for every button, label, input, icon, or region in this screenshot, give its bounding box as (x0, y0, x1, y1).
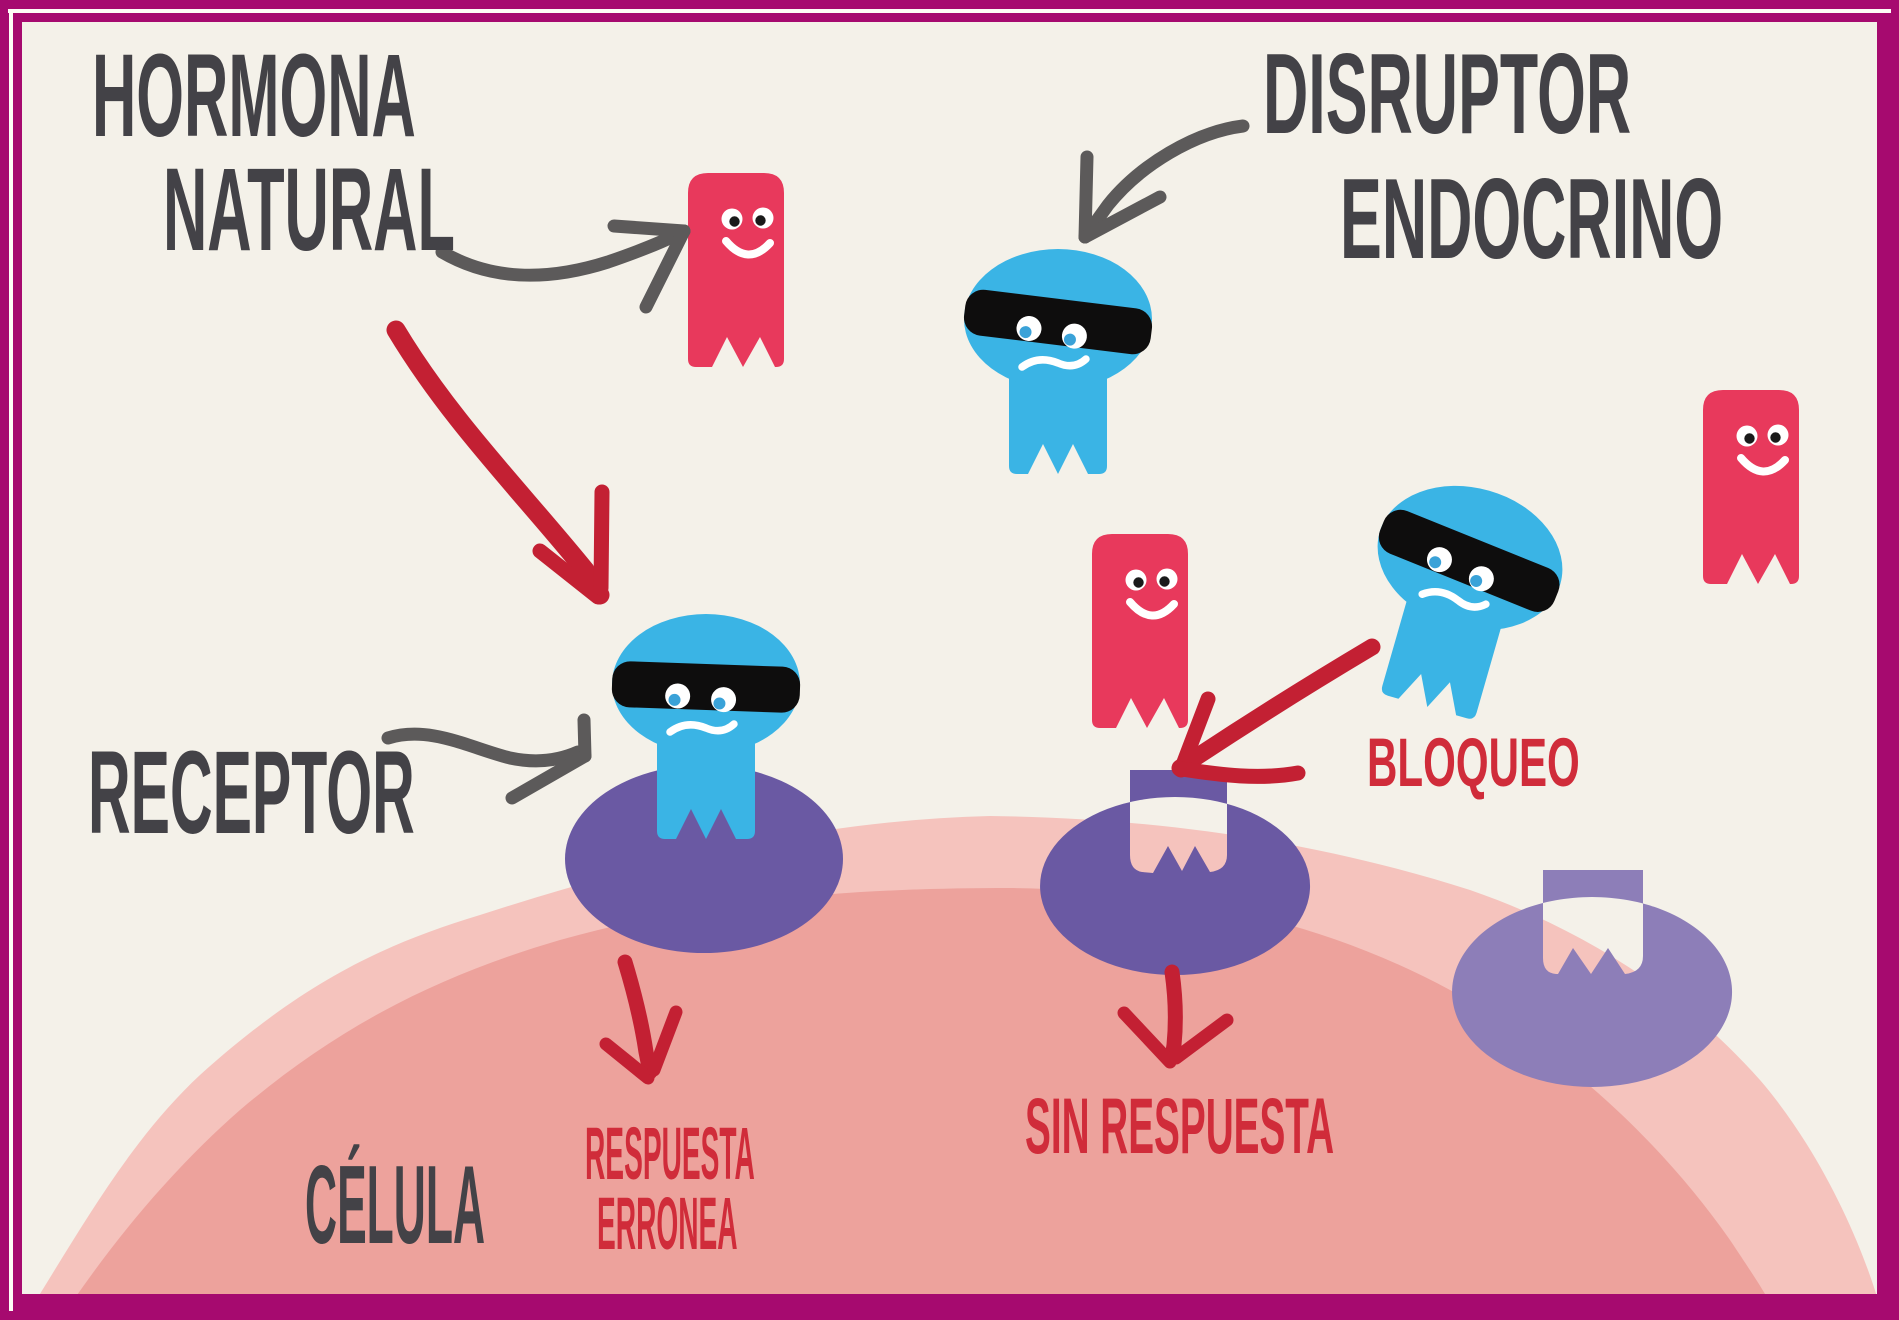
hand-drawn-arrow-icon (381, 119, 1250, 805)
red-arrow-icon (386, 320, 1381, 1085)
label-celula: CÉLULA (305, 1143, 486, 1267)
endocrine-disruptor-icon (1335, 464, 1582, 733)
label-sin-respuesta: SIN RESPUESTA (1025, 1081, 1335, 1170)
natural-hormone-icon (1703, 390, 1799, 584)
blocked-receptor-icon (1040, 770, 1311, 976)
label-receptor: RECEPTOR (88, 727, 415, 859)
title-hormona-line2: NATURAL (163, 144, 455, 276)
label-bloqueo: BLOQUEO (1367, 724, 1580, 801)
label-respuesta-erronea-line2: ERRONEA (597, 1182, 738, 1265)
natural-hormone-icon (688, 173, 784, 367)
frame-border-right (1877, 0, 1899, 1320)
title-disruptor-line2: ENDOCRINO (1340, 156, 1724, 283)
cell-membrane-inner (60, 888, 1778, 1320)
frame-hairline-left (9, 9, 13, 1311)
frame-hairline-top (8, 9, 1891, 13)
label-respuesta-erronea-line1: RESPUESTA (585, 1112, 755, 1195)
endocrine-disruptor-icon (962, 249, 1154, 474)
empty-receptor-icon (1452, 870, 1733, 1087)
title-hormona-line1: HORMONA (92, 30, 416, 162)
natural-hormone-icon (1092, 534, 1188, 728)
title-disruptor-line1: DISRUPTOR (1263, 31, 1632, 158)
frame-border-bottom (0, 1294, 1899, 1320)
receptor-icon (565, 765, 843, 953)
